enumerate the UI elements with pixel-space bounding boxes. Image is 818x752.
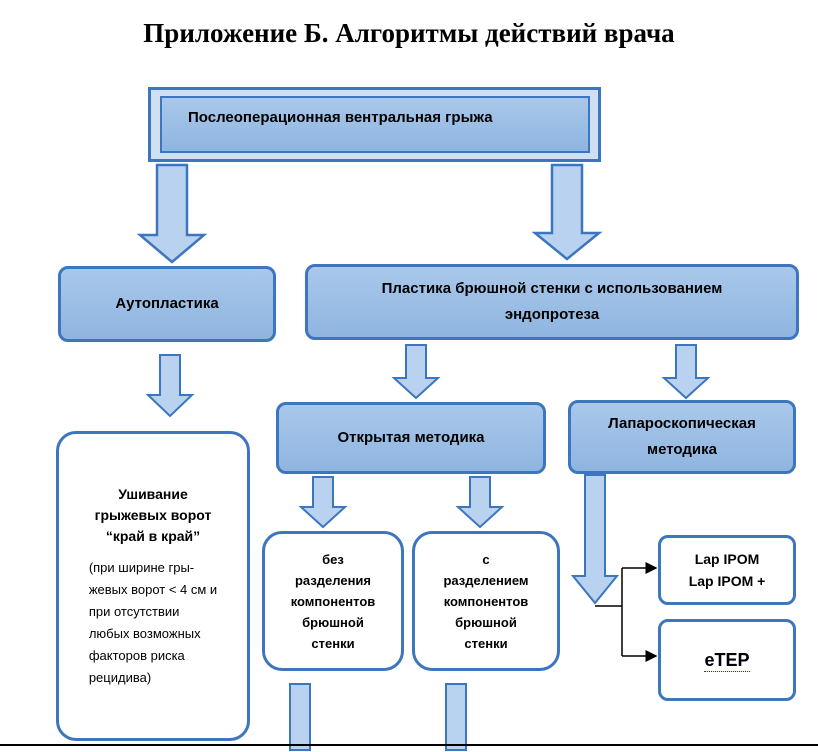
node-open-method: Открытая методика [276,402,546,474]
node-without-separation: без разделения компонентов брюшной стенк… [262,531,404,671]
node-lap-ipom: Lap IPOM Lap IPOM + [658,535,796,605]
suture-note-3: при отсутствии [88,603,180,619]
endoprosthesis-line-2: эндопротеза [504,306,600,323]
arrow-without-down [289,683,311,751]
suture-note-5: факторов риска [88,647,185,663]
endoprosthesis-line-1: Пластика брюшной стенки с использованием [381,280,723,297]
lap-method-line-2: методика [647,441,717,458]
suture-note-1: (при ширине гры- [88,559,195,575]
arrow-with-down [445,683,467,751]
arrow-endoprosthesis-to-lap [661,344,711,400]
arrow-endoprosthesis-to-open [391,344,441,400]
root-node: Послеоперационная вентральная грыжа [160,96,590,153]
page-title: Приложение Б. Алгоритмы действий врача [143,18,675,48]
arrow-lap-down [570,474,620,605]
node-suture: Ушивание грыжевых ворот “край в край” (п… [56,431,250,741]
suture-heading-3: “край в край” [105,527,201,544]
node-etep: eTEP [658,619,796,701]
suture-note-6: рецидива) [88,669,152,685]
lap-method-line-1: Лапароскопическая [608,415,756,432]
page-bottom-line [0,744,818,746]
suture-note-2: жевых ворот < 4 см и [88,581,218,597]
arrow-root-to-autoplasty [136,163,208,264]
suture-note-4: любых возможных [88,625,201,641]
node-endoprosthesis: Пластика брюшной стенки с использованием… [305,264,799,340]
suture-heading-1: Ушивание [118,485,188,502]
arrow-root-to-endoprosthesis [531,163,603,261]
node-autoplasty: Аутопластика [58,266,276,342]
suture-heading-2: грыжевых ворот [94,506,212,523]
node-with-separation: с разделением компонентов брюшной стенки [412,531,560,671]
arrow-autoplasty-to-suture [145,354,195,418]
node-lap-method: Лапароскопическая методика [568,400,796,474]
arrow-open-to-without [298,476,348,529]
arrow-open-to-with [455,476,505,529]
